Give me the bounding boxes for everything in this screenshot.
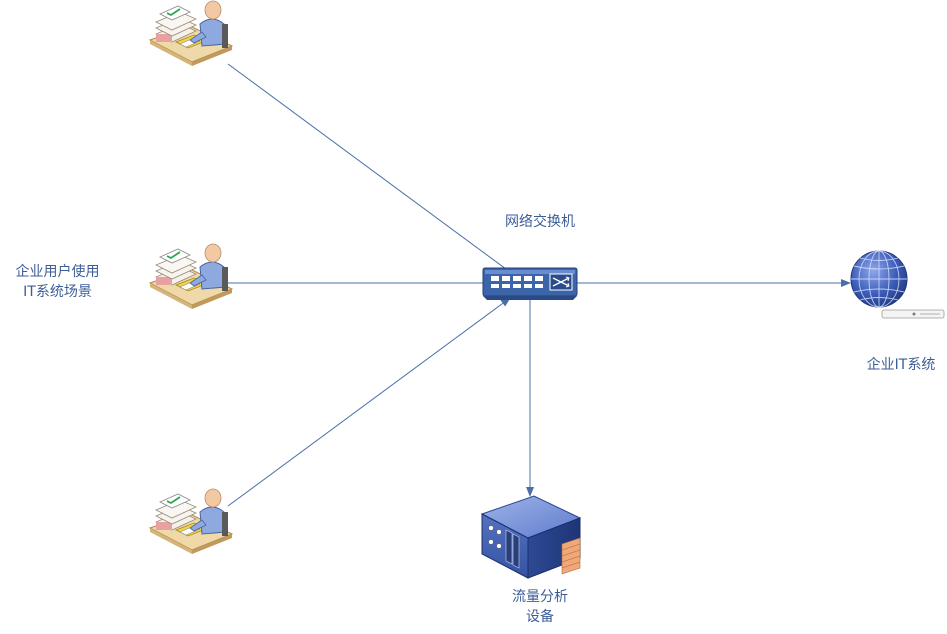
user-workstation-top-icon <box>149 0 233 67</box>
switch-label: 网络交换机 <box>480 212 600 232</box>
enterprise-it-label: 企业IT系统 <box>846 355 947 375</box>
users-label-line1: 企业用户使用 <box>15 264 100 280</box>
analyzer-label: 流量分析 设备 <box>480 587 600 627</box>
user-workstation-bottom-icon <box>149 488 233 555</box>
switch-label-text: 网络交换机 <box>505 214 575 230</box>
user-workstation-middle-icon <box>149 243 233 310</box>
network-switch-icon <box>482 267 578 300</box>
enterprise-it-globe-icon <box>850 250 945 319</box>
link-user-bottom-to-switch <box>227 297 511 507</box>
enterprise-it-label-text: 企业IT系统 <box>866 357 936 373</box>
users-label: 企业用户使用 IT系统场景 <box>0 262 115 302</box>
link-user-top-to-switch <box>227 63 511 273</box>
analyzer-label-line1: 流量分析 <box>512 589 568 605</box>
users-label-line2: IT系统场景 <box>23 284 92 300</box>
analyzer-label-line2: 设备 <box>526 609 554 625</box>
traffic-analysis-server-icon <box>480 495 582 579</box>
